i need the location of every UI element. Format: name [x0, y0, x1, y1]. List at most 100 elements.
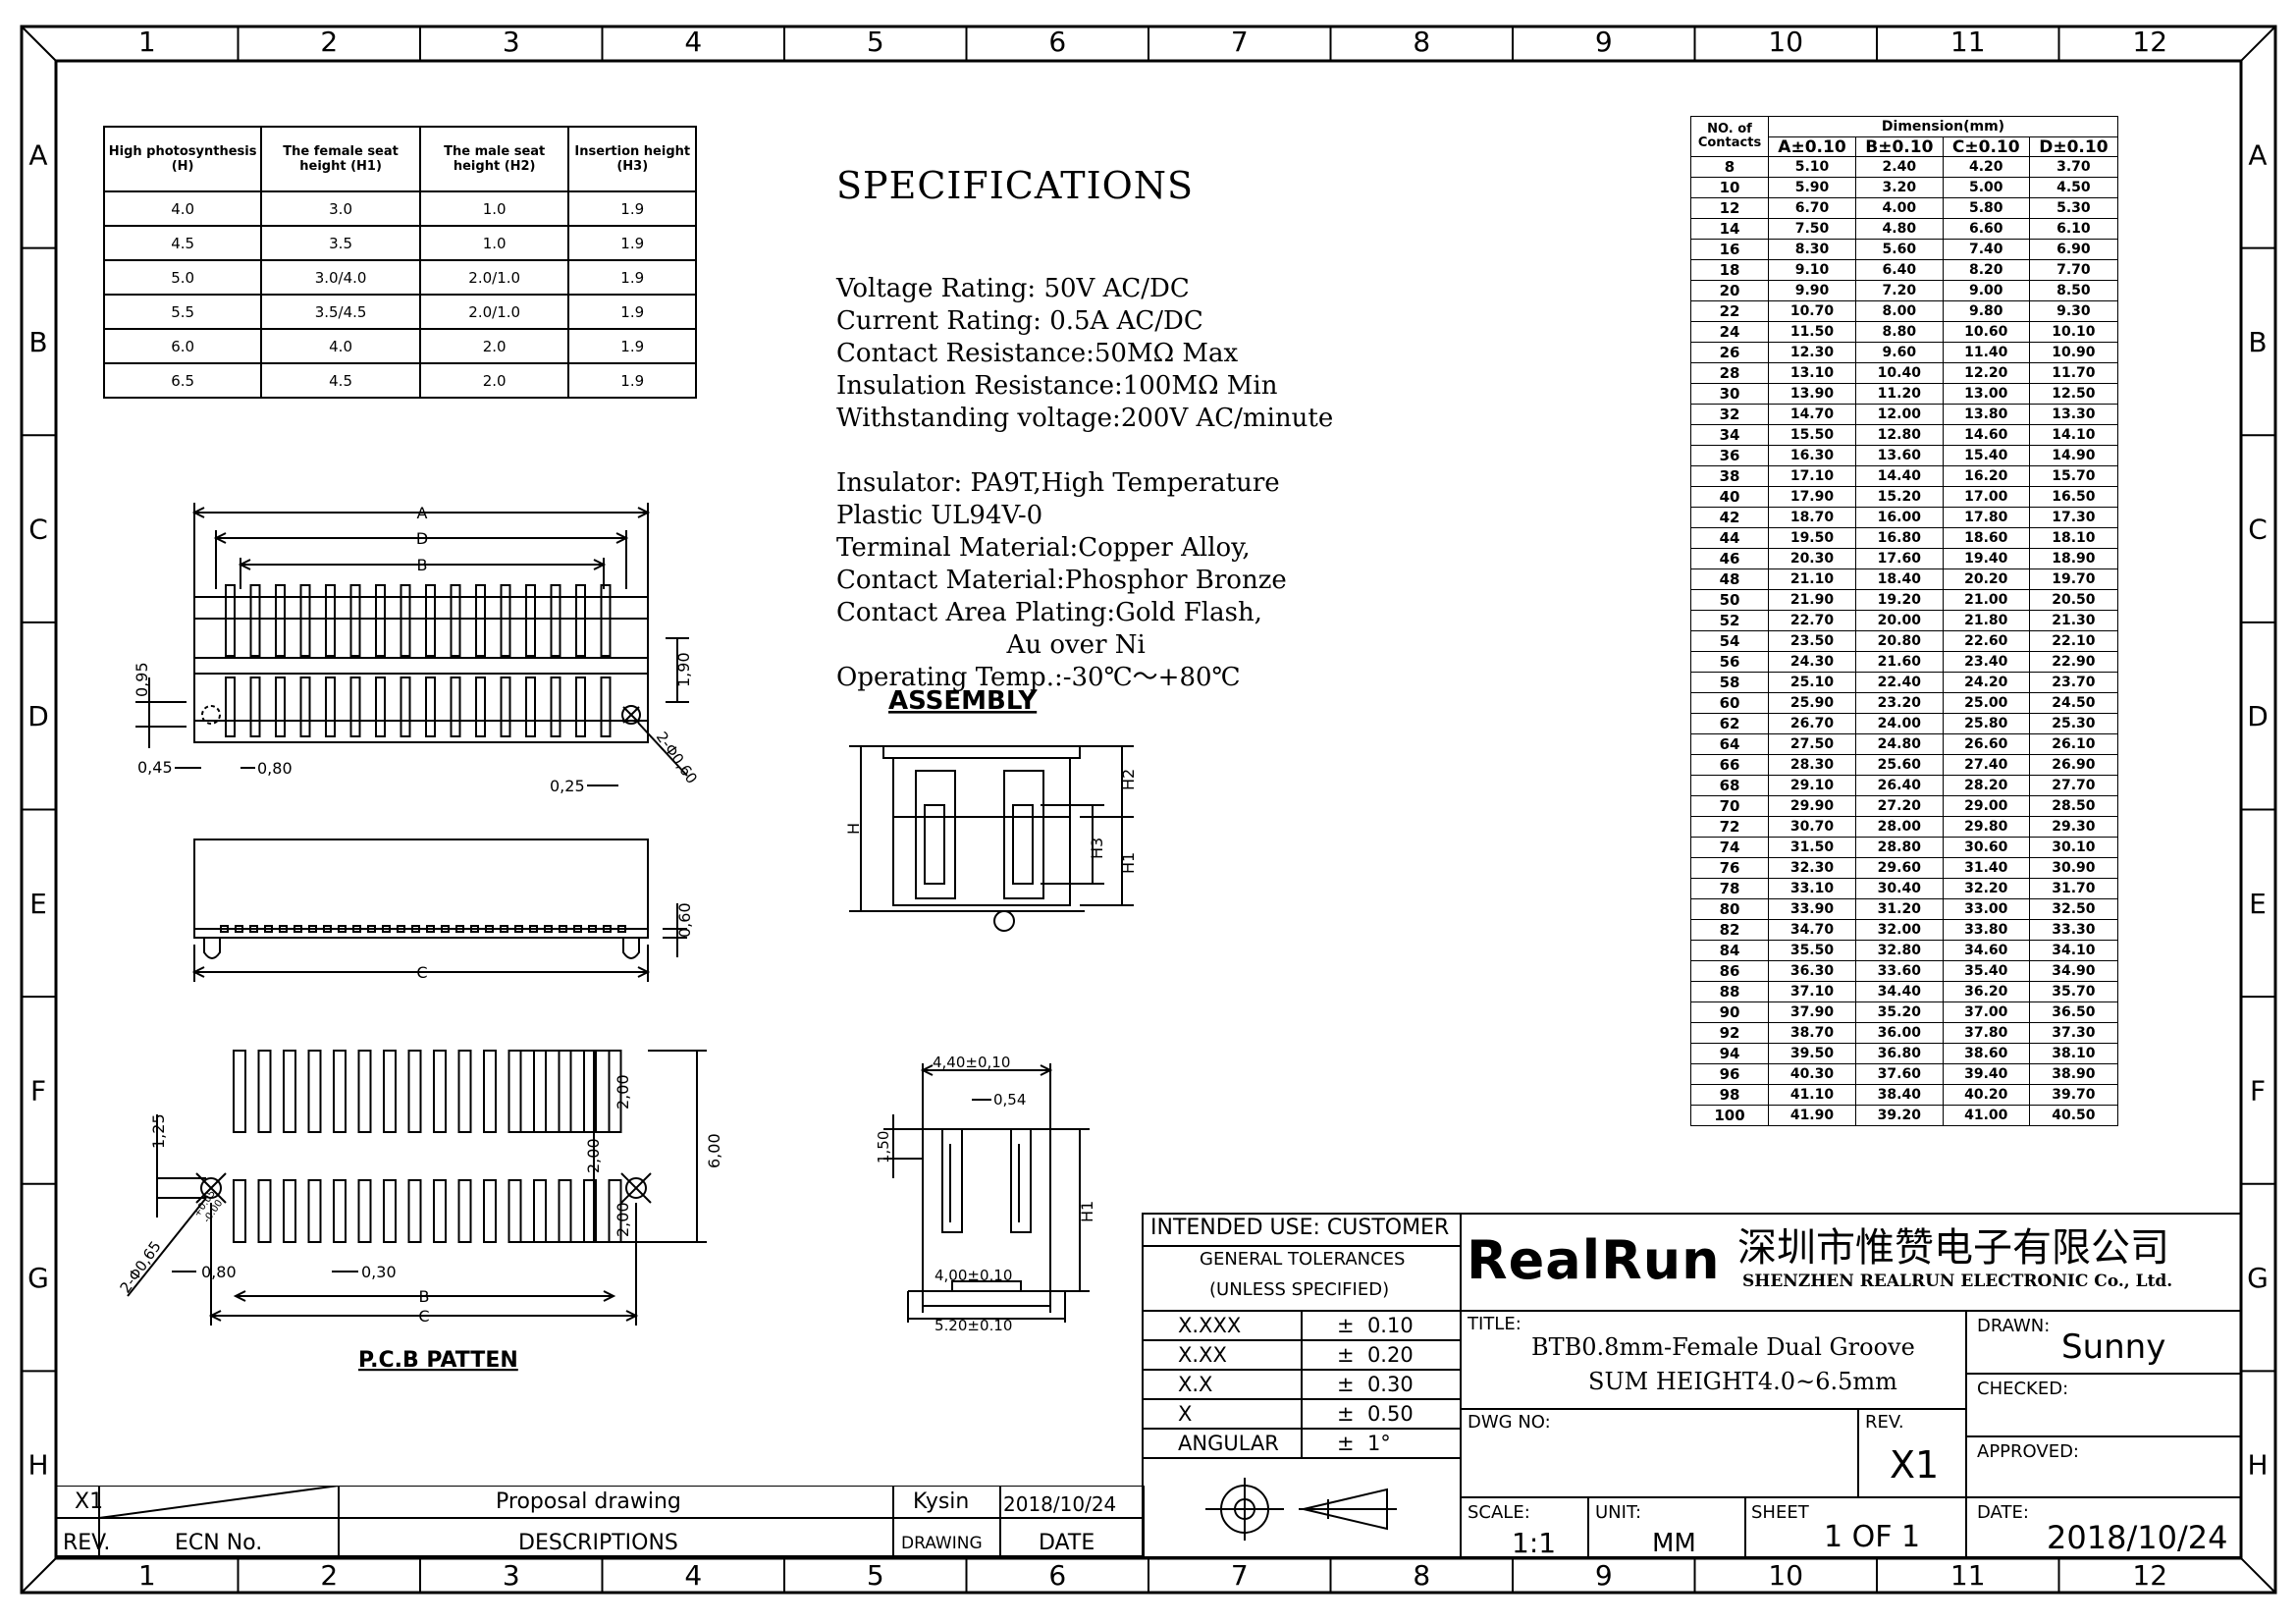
dim-pcb-c-label: C [418, 1307, 429, 1326]
pcb-pad [433, 1179, 447, 1243]
contacts-cell: 28 [1690, 362, 1769, 384]
contacts-cell: 78 [1690, 878, 1769, 899]
dimension-cell: 40.30 [1768, 1063, 1856, 1085]
dimension-cell: 8.50 [2028, 280, 2119, 301]
descriptions-header: DESCRIPTIONS [518, 1531, 678, 1555]
connector-pin [575, 677, 586, 737]
grid-column-label: 9 [1595, 1559, 1613, 1592]
dim-440-label: 4,40±0,10 [933, 1056, 1010, 1071]
dim-h3-label: H3 [1088, 838, 1106, 859]
contacts-cell: 48 [1690, 568, 1769, 590]
spec-line: Withstanding voltage:200V AC/minute [836, 404, 1334, 433]
dimension-cell: 35.50 [1768, 940, 1856, 961]
dimension-cell: 17.10 [1768, 465, 1856, 487]
grid-row-label: E [2249, 888, 2267, 920]
dimension-cell: 12.30 [1768, 342, 1856, 363]
dimension-cell: 41.00 [1942, 1105, 2030, 1126]
pcb-pad [283, 1050, 296, 1133]
connector-pin [349, 584, 361, 657]
connector-pin [225, 584, 236, 657]
dimension-cell: 22.10 [2028, 630, 2119, 652]
specifications-title: SPECIFICATIONS [836, 164, 1195, 207]
dimension-cell: 26.90 [2028, 754, 2119, 776]
connector-pin [325, 584, 336, 657]
grid-row-label: C [28, 514, 48, 546]
date-value: 2018/10/24 [2047, 1519, 2228, 1556]
dimension-cell: 16.30 [1768, 445, 1856, 466]
dimension-cell: 41.10 [1768, 1084, 1856, 1106]
ecn-header: ECN No. [175, 1531, 263, 1555]
title-line-1: BTB0.8mm-Female Dual Groove [1531, 1333, 1915, 1361]
terminal-tail [617, 925, 626, 933]
dimension-cell: 23.20 [1854, 692, 1944, 714]
pcb-pad [533, 1050, 547, 1133]
dimension-cell: 15.70 [2028, 465, 2119, 487]
spec-line: Terminal Material:Copper Alloy, [836, 533, 1251, 563]
pcb-pad [507, 1179, 522, 1243]
contacts-cell: 8 [1690, 156, 1769, 178]
terminal-tail [426, 925, 435, 933]
rev-date: 2018/10/24 [1003, 1492, 1117, 1516]
terminal-tail [485, 925, 494, 933]
tolerance-key: X.XXX [1178, 1314, 1242, 1337]
dim-054-label: 0,54 [993, 1091, 1026, 1109]
contacts-cell: 68 [1690, 775, 1769, 796]
dimension-cell: 6.60 [1942, 218, 2030, 240]
terminal-tail [338, 925, 347, 933]
dimension-cell: 25.00 [1942, 692, 2030, 714]
dimension-cell: 11.20 [1854, 383, 1944, 405]
contacts-cell: 88 [1690, 981, 1769, 1002]
tolerance-value: ± 0.50 [1337, 1402, 1414, 1426]
dimension-cell: 23.50 [1768, 630, 1856, 652]
terminal-tail [220, 925, 229, 933]
dim-400-label: 4,00±0,10 [934, 1267, 1012, 1284]
dimension-cell: 8.30 [1768, 239, 1856, 260]
dim-030-label: 0,30 [361, 1263, 397, 1281]
grid-column-label: 2 [320, 26, 338, 58]
dim-c-label: C [416, 963, 427, 982]
dimension-cell: 29.60 [1854, 857, 1944, 879]
terminal-tail [279, 925, 288, 933]
contacts-cell: 98 [1690, 1084, 1769, 1106]
pcb-pad [608, 1050, 622, 1133]
connector-pin [299, 677, 311, 737]
dimension-cell: 39.70 [2028, 1084, 2119, 1106]
dimension-cell: 21.10 [1768, 568, 1856, 590]
dimension-cell: 22.70 [1768, 610, 1856, 631]
connector-pin [500, 677, 511, 737]
dimension-cell: 17.30 [2028, 507, 2119, 528]
pcb-pad [283, 1179, 296, 1243]
dimension-cell: 19.40 [1942, 548, 2030, 569]
dim-600-label: 6,00 [705, 1133, 723, 1168]
grid-row-label: F [2250, 1074, 2266, 1107]
dimension-cell: 6.70 [1768, 197, 1856, 219]
dimension-cell: 33.00 [1942, 898, 2030, 920]
height-table-cell: 5.5 [102, 294, 263, 330]
terminal-tail [603, 925, 612, 933]
connector-pin [349, 677, 361, 737]
dimension-cell: 3.20 [1854, 177, 1944, 198]
dimension-table: NO. of Contacts Dimension(mm) A±0.10 B±0… [1690, 116, 2119, 1126]
dimension-cell: 32.50 [2028, 898, 2119, 920]
contacts-cell: 52 [1690, 610, 1769, 631]
dimension-cell: 7.20 [1854, 280, 1944, 301]
terminal-tail [323, 925, 332, 933]
dimension-cell: 21.90 [1768, 589, 1856, 611]
dimension-cell: 9.80 [1942, 300, 2030, 322]
dimension-cell: 7.40 [1942, 239, 2030, 260]
dimension-cell: 34.60 [1942, 940, 2030, 961]
dimension-cell: 37.30 [2028, 1022, 2119, 1044]
dimension-cell: 33.30 [2028, 919, 2119, 941]
connector-pin [400, 677, 411, 737]
grid-column-label: 5 [867, 1559, 884, 1592]
dimension-cell: 24.50 [2028, 692, 2119, 714]
